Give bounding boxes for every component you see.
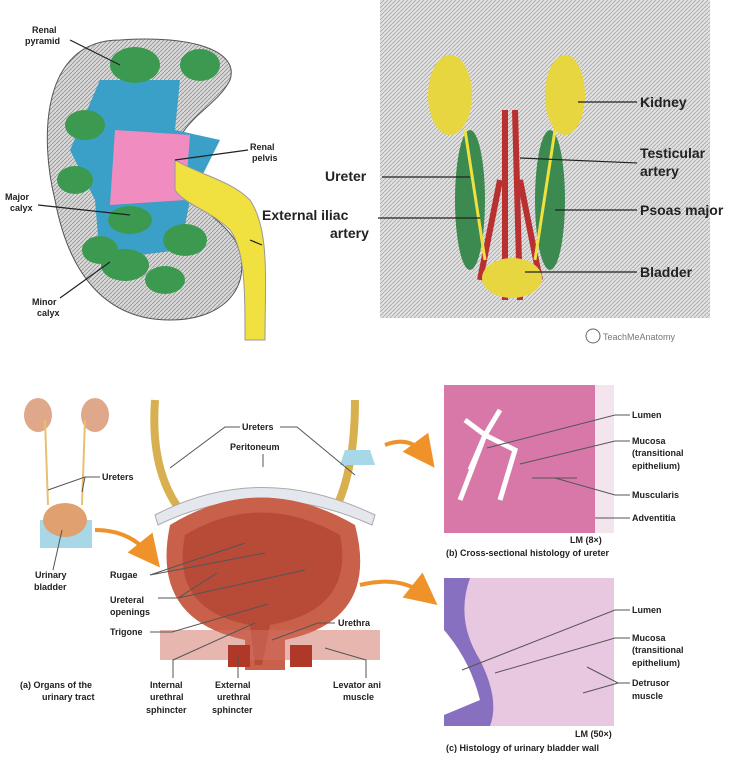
label-ureter-mucosa-1: Mucosa (632, 436, 667, 446)
bladder-histology-image (444, 578, 614, 726)
label-ureter-mucosa-2: (transitional (632, 448, 684, 458)
label-bladder-lumen: Lumen (632, 605, 662, 615)
label-minor-calyx-1: Minor (32, 297, 57, 307)
copyright-icon (585, 328, 601, 344)
kidney-section-illustration (46, 38, 267, 341)
label-ureter-lumen: Lumen (632, 410, 662, 420)
label-testicular-artery-2: artery (640, 163, 679, 179)
label-renal-pyramid-1: Renal (32, 25, 57, 35)
caption-b: (b) Cross-sectional histology of ureter (446, 548, 610, 558)
label-kidney: Kidney (640, 94, 687, 110)
label-rugae: Rugae (110, 570, 138, 580)
caption-a-2: urinary tract (42, 692, 95, 702)
label-minor-calyx-2: calyx (37, 308, 60, 318)
caption-c: (c) Histology of urinary bladder wall (446, 743, 599, 753)
label-internal-sphincter-3: sphincter (146, 705, 187, 715)
label-muscularis: Muscularis (632, 490, 679, 500)
label-levator-ani-2: muscle (343, 692, 374, 702)
label-external-sphincter-2: urethral (217, 692, 251, 702)
label-ureteral-openings-1: Ureteral (110, 595, 144, 605)
label-adventitia: Adventitia (632, 513, 677, 523)
ureter-magnification: LM (8×) (570, 535, 602, 545)
ureter-histology-image (444, 385, 614, 533)
label-renal-pelvis-1: Renal (250, 142, 275, 152)
label-peritoneum: Peritoneum (230, 442, 280, 452)
label-internal-sphincter-2: urethral (150, 692, 184, 702)
label-external-iliac-2: artery (330, 225, 369, 241)
label-major-calyx-2: calyx (10, 203, 33, 213)
label-external-iliac-1: External iliac (262, 207, 349, 223)
label-psoas-major: Psoas major (640, 202, 724, 218)
label-trigone: Trigone (110, 627, 143, 637)
label-renal-pyramid-2: pyramid (25, 36, 60, 46)
label-testicular-artery-1: Testicular (640, 145, 706, 161)
label-detrusor-1: Detrusor (632, 678, 670, 688)
label-urinary-bladder-1: Urinary (35, 570, 67, 580)
label-ureter: Ureter (325, 168, 367, 184)
label-urinary-bladder-2: bladder (34, 582, 67, 592)
label-internal-sphincter-1: Internal (150, 680, 183, 690)
label-major-calyx-1: Major (5, 192, 30, 202)
label-external-sphincter-1: External (215, 680, 251, 690)
label-ureters-top: Ureters (242, 422, 274, 432)
label-renal-pelvis-2: pelvis (252, 153, 278, 163)
label-external-sphincter-3: sphincter (212, 705, 253, 715)
label-urethra: Urethra (338, 618, 371, 628)
label-ureteral-openings-2: openings (110, 607, 150, 617)
bladder-magnification: LM (50×) (575, 729, 612, 739)
label-bladder: Bladder (640, 264, 693, 280)
label-levator-ani-1: Levator ani (333, 680, 381, 690)
label-bladder-mucosa-2: (transitional (632, 645, 684, 655)
caption-a-1: (a) Organs of the (20, 680, 92, 690)
label-bladder-mucosa-1: Mucosa (632, 633, 667, 643)
label-detrusor-2: muscle (632, 691, 663, 701)
label-ureters-small: Ureters (102, 472, 134, 482)
label-bladder-mucosa-3: epithelium) (632, 658, 680, 668)
urinary-tract-illustration (24, 398, 438, 670)
label-ureter-mucosa-3: epithelium) (632, 461, 680, 471)
watermark: TeachMeAnatomy (603, 332, 676, 342)
